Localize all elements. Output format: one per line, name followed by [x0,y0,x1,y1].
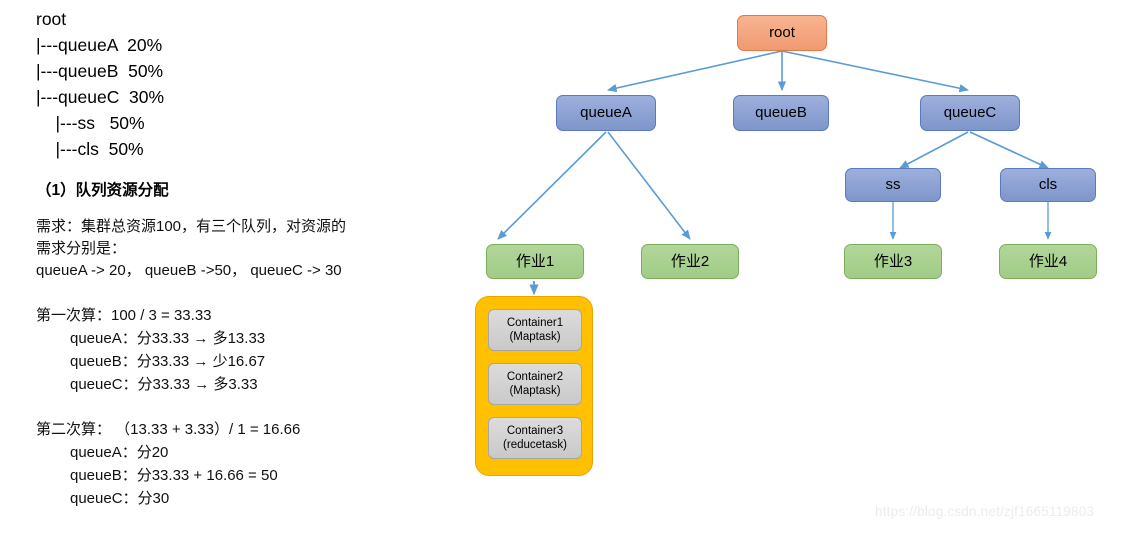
section-heading: （1）队列资源分配 [36,182,169,199]
container-name: Container2 [506,371,564,383]
node-job4[interactable]: 作业4 [999,244,1097,279]
calculation-title: 第二次算： （13.33 + 3.33）/ 1 = 16.66 [36,421,301,438]
calculation-item: queueC：分33.33 → 多3.33 [70,376,258,393]
tree-line: |---cls 50% [36,139,144,159]
calculation-item: queueB：分33.33 → 少16.67 [70,353,266,370]
node-queueA[interactable]: queueA [556,95,656,131]
container-task: (Maptask) [509,331,561,343]
node-queueB[interactable]: queueB [733,95,829,131]
container-box[interactable]: Container3 (reducetask) [488,417,582,459]
calculation-block-1: 第一次算：100 / 3 = 33.33 queueA：分33.33 → 多13… [36,304,456,396]
container-box[interactable]: Container1 (Maptask) [488,309,582,351]
tree-line: |---queueB 50% [36,61,164,81]
calculation-block-2: 第二次算： （13.33 + 3.33）/ 1 = 16.66 queueA：分… [36,418,456,510]
node-job3[interactable]: 作业3 [844,244,942,279]
calculation-item: queueB：分33.33 + 16.66 = 50 [70,467,278,484]
calculation-title: 第一次算：100 / 3 = 33.33 [36,307,212,324]
container-box[interactable]: Container2 (Maptask) [488,363,582,405]
node-cls[interactable]: cls [1000,168,1096,202]
container-name: Container1 [506,317,564,329]
container-task: (reducetask) [503,439,567,451]
node-job2[interactable]: 作业2 [641,244,739,279]
tree-line: |---queueA 20% [36,35,163,55]
calculation-item: queueC：分30 [70,490,170,507]
container-name: Container3 [506,425,564,437]
edge-queueC-ss [899,131,969,169]
calculation-item: queueA：分33.33 → 多13.33 [70,330,266,347]
node-job1[interactable]: 作业1 [486,244,584,279]
queue-tree-listing: root |---queueA 20% |---queueB 50% |---q… [36,6,456,162]
container-group: Container1 (Maptask) Container2 (Maptask… [475,296,593,476]
tree-line: |---queueC 30% [36,87,165,107]
edge-queueA-job2 [607,131,691,240]
edge-queueC-cls [969,131,1049,169]
calculation-item: queueA：分20 [70,444,169,461]
tree-line: root [36,9,67,29]
queue-hierarchy-diagram: root queueA queueB queueC ss cls 作业1 作业2… [460,0,1139,533]
left-text-panel: root |---queueA 20% |---queueB 50% |---q… [36,6,456,510]
node-queueC[interactable]: queueC [920,95,1020,131]
edge-root-queueC [781,50,969,93]
watermark: https://blog.csdn.net/zjf1665119803 [875,504,1095,519]
edge-queueA-job1 [497,131,607,240]
edge-root-queueA [607,50,783,93]
container-task: (Maptask) [509,385,561,397]
node-root[interactable]: root [737,15,827,51]
node-ss[interactable]: ss [845,168,941,202]
requirement-text: 需求：集群总资源100，有三个队列，对资源的 需求分别是： queueA -> … [36,218,347,279]
tree-line: |---ss 50% [36,113,145,133]
